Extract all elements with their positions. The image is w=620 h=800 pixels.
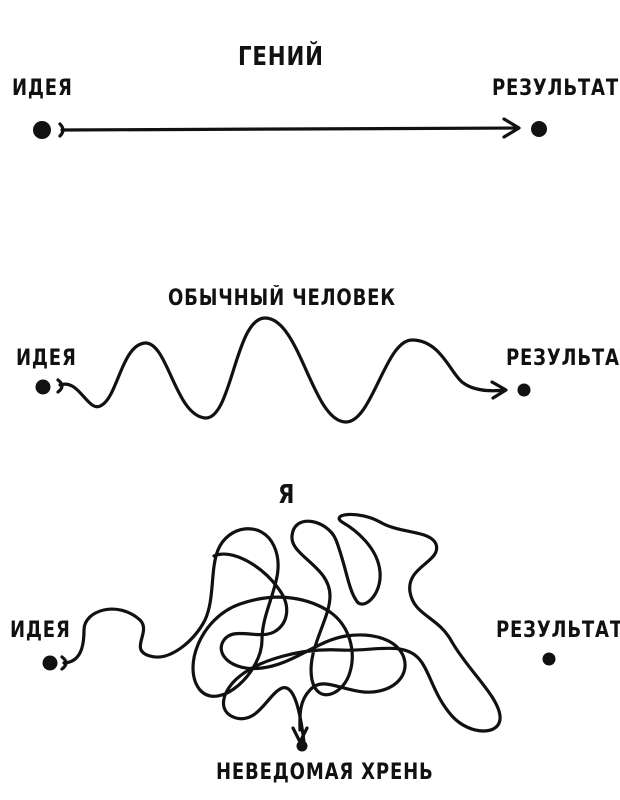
panel-genius-end-label: РЕЗУЛЬТАТ [492,76,619,101]
panel-genius-end-dot [531,121,547,137]
panel-me-end-label: РЕЗУЛЬТАТ [496,618,620,643]
panel-ordinary-path-group [35,316,531,424]
panel-genius-path-group [33,117,547,139]
panel-ordinary-wave-path [58,316,507,424]
panel-ordinary-start-dot [35,379,51,395]
panel-genius-start-label: ИДЕЯ [12,76,73,101]
panel-ordinary-title: ОБЫЧНЫЙ ЧЕЛОВЕК [168,286,396,311]
panel-me-end-dot [542,652,556,666]
panel-ordinary-end-label: РЕЗУЛЬТАТ [506,346,620,371]
panel-me-tangled-path [62,512,502,744]
panel-me-start-label: ИДЕЯ [10,618,71,643]
panel-me-tangled-loop [212,552,407,732]
panel-me-detour-label: НЕВЕДОМАЯ ХРЕНЬ [216,760,434,785]
panel-ordinary-arrowhead [490,380,508,400]
panel-me-detour-dot [296,740,308,752]
panel-genius-straight-path [60,126,520,132]
panel-me-start-dot [42,655,58,671]
panel-genius-arrowhead [502,117,521,139]
panel-me-title: Я [278,480,296,510]
panel-genius-title: ГЕНИЙ [238,42,324,72]
panel-ordinary-start-label: ИДЕЯ [16,346,77,371]
panel-genius-start-dot [33,121,51,139]
panel-ordinary-end-dot [517,383,531,397]
panel-me-path-group [42,512,556,752]
